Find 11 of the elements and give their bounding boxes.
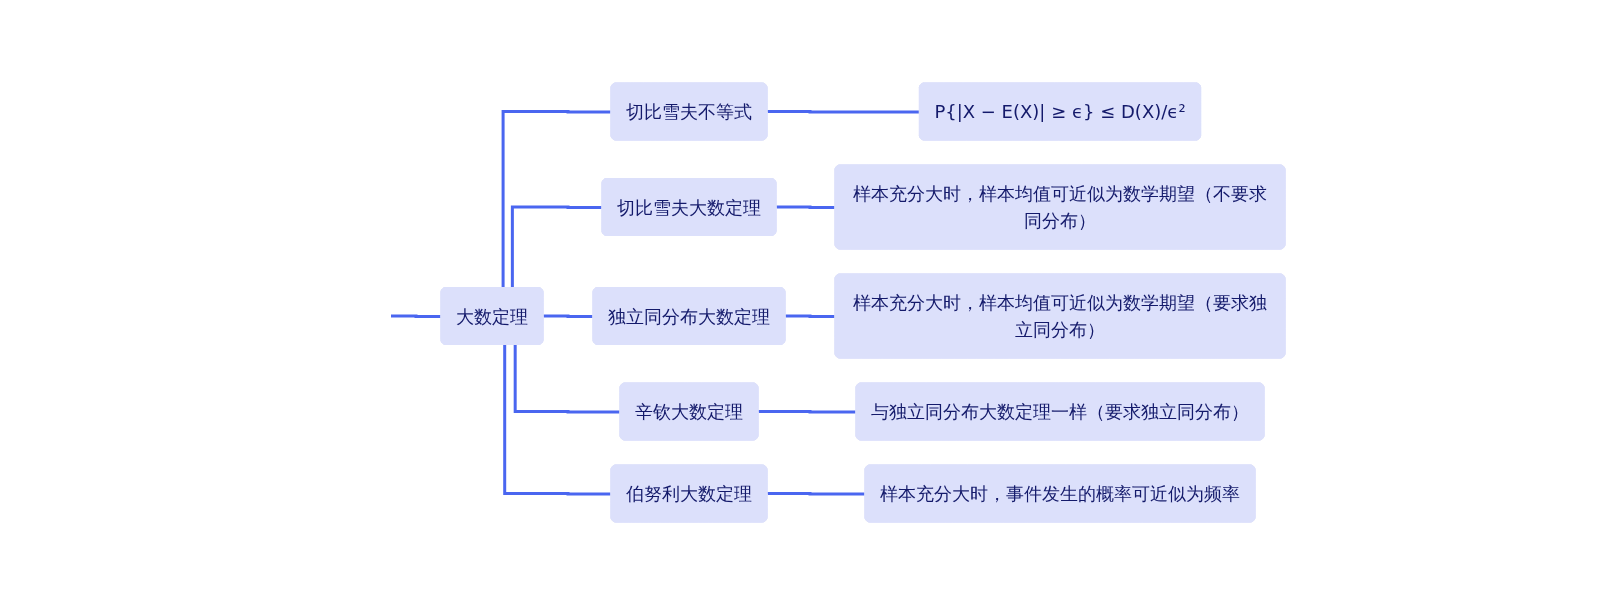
connector [766,491,866,495]
connector [503,344,612,495]
connector [757,409,857,413]
connector [501,109,612,288]
connector [766,109,920,113]
connector [542,314,594,318]
connector [775,205,836,209]
connector [510,205,603,288]
connector [784,314,836,318]
connector [513,344,621,413]
connector [389,314,442,318]
